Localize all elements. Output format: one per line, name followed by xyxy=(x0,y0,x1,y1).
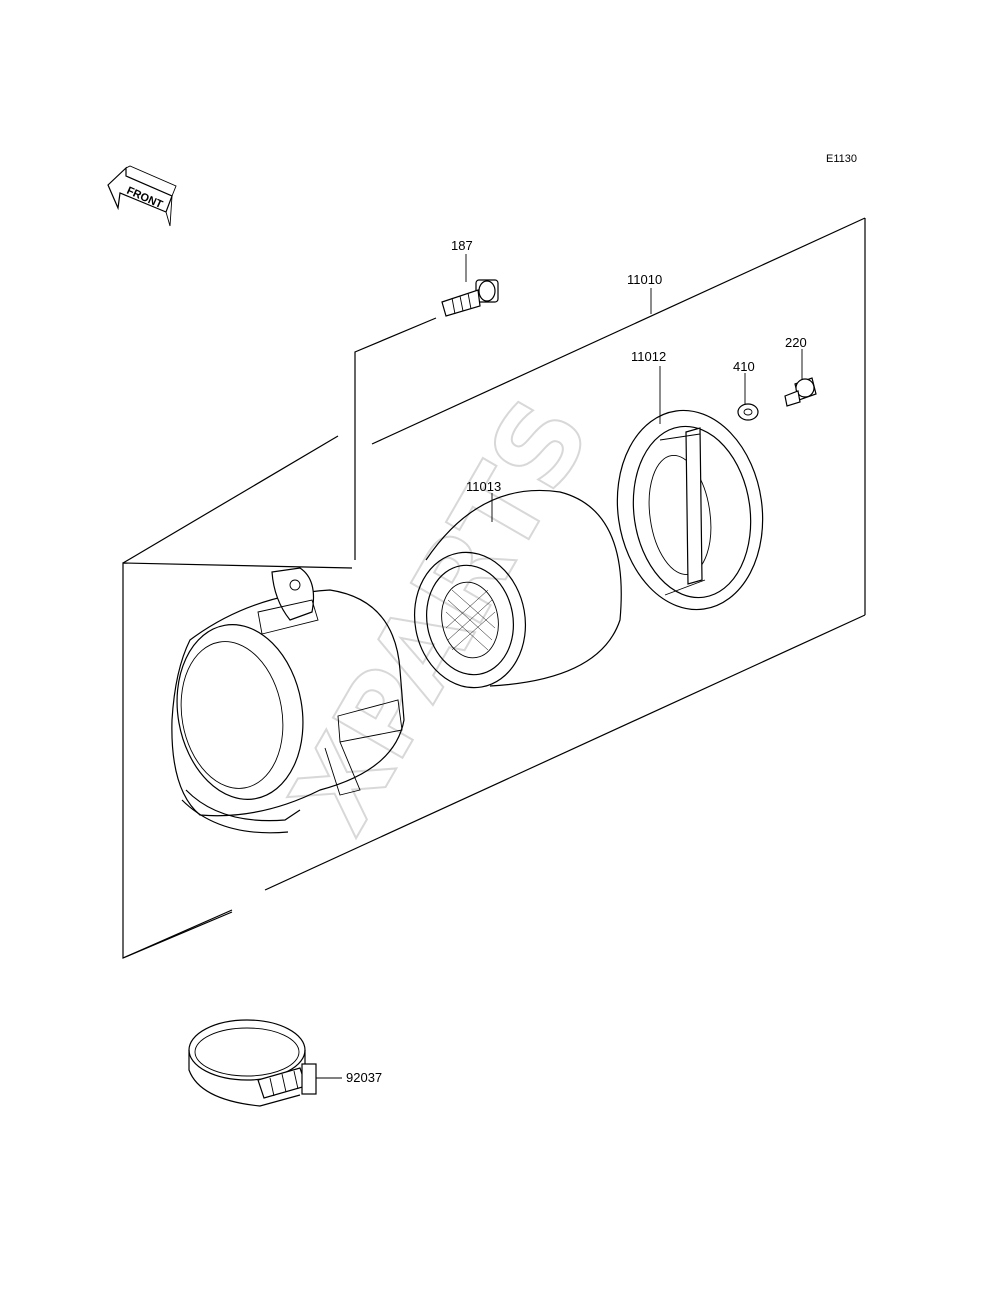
bolt-187 xyxy=(441,279,499,317)
assembly-outline xyxy=(122,217,866,959)
diagram-code: E1130 xyxy=(826,153,857,165)
label-screw: 220 xyxy=(785,335,807,350)
label-bolt: 187 xyxy=(451,238,473,253)
screw-220 xyxy=(784,377,817,407)
label-assembly: 11010 xyxy=(627,272,662,287)
leader-lines xyxy=(316,254,803,1079)
label-cover: 11012 xyxy=(631,349,666,364)
label-element: 11013 xyxy=(466,479,501,494)
element-11013 xyxy=(413,489,622,689)
label-clamp: 92037 xyxy=(346,1070,382,1085)
cover-11012 xyxy=(616,409,764,611)
washer-410 xyxy=(737,403,759,421)
clamp-92037 xyxy=(188,1019,317,1107)
label-washer: 410 xyxy=(733,359,755,374)
watermark: XPARTS xyxy=(267,378,615,853)
air-cleaner-housing xyxy=(171,567,405,834)
front-arrow-icon: FRONT xyxy=(107,165,177,227)
